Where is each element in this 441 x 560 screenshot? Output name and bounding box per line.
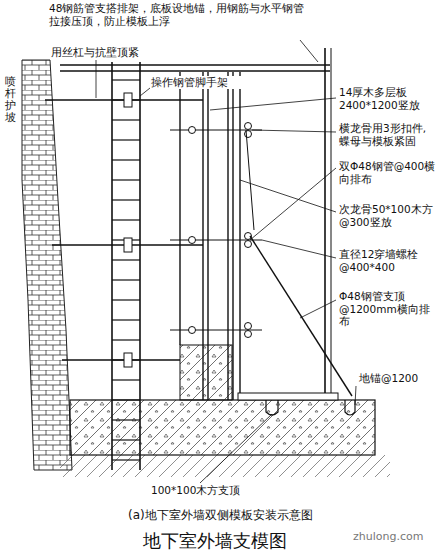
callout-label: 横龙骨用3形扣件,蝶母与模板紧固 bbox=[338, 122, 437, 147]
ladder-rung bbox=[112, 419, 140, 420]
ladder-rung bbox=[112, 279, 140, 280]
figure-title: 地下室外墙支模图 bbox=[142, 530, 288, 552]
callout-label: 地锚@1200 bbox=[358, 372, 438, 385]
ladder-rung bbox=[112, 159, 140, 160]
ladder-rung bbox=[112, 379, 140, 380]
ladder-rung bbox=[112, 119, 140, 120]
ladder-rung bbox=[112, 179, 140, 180]
ladder-rung bbox=[112, 139, 140, 140]
ladder-rung bbox=[112, 439, 140, 440]
callout-label: 双Φ48钢管@400横向排布 bbox=[338, 160, 437, 185]
callout-label: 100*100木方支顶 bbox=[150, 484, 272, 497]
ladder-rung bbox=[112, 299, 140, 300]
ladder-rung bbox=[112, 459, 140, 460]
callout-label: 次龙骨50*100木方@300竖放 bbox=[338, 203, 437, 228]
figure-caption: (a)地下室外墙双侧模板安装示意图 bbox=[127, 508, 314, 522]
watermark: zhulong.com bbox=[352, 530, 439, 543]
callout-label: 操作钢管脚手架 bbox=[150, 76, 242, 89]
callout-label: 14厚木多层板2400*1200竖放 bbox=[338, 86, 437, 111]
ladder-rung bbox=[112, 399, 140, 400]
ladder-rung bbox=[112, 259, 140, 260]
note: 48钢筋管支搭排架，底板设地锚，用钢筋与水平钢管拉接压顶，防止模板上浮 bbox=[48, 2, 312, 27]
ladder-rung bbox=[112, 319, 140, 320]
callout-label: 直径12穿墙螺栓@400*400 bbox=[338, 248, 437, 273]
ladder-rung bbox=[112, 339, 140, 340]
ladder-rung bbox=[112, 199, 140, 200]
callout-label: Φ48钢管支顶@1200mm横向排布 bbox=[338, 290, 437, 328]
ladder-rung bbox=[112, 79, 140, 80]
callout-label: 用丝杠与抗壁顶紧 bbox=[50, 46, 152, 59]
slope-label: 喷杆护坡 bbox=[4, 76, 17, 124]
ladder-rung bbox=[112, 219, 140, 220]
